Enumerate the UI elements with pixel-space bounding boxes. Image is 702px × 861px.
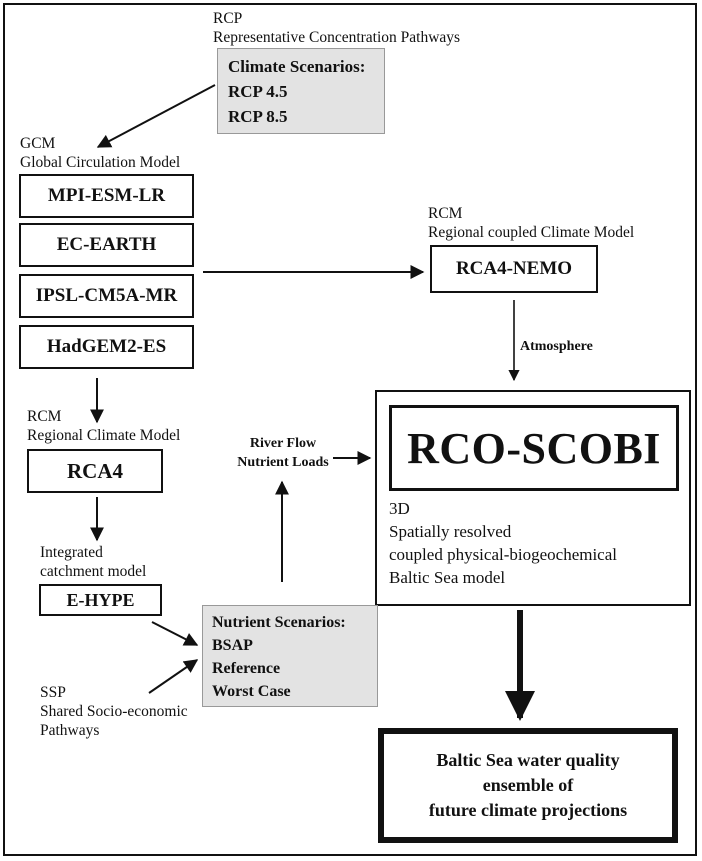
ssp-abbr: SSP	[40, 684, 66, 701]
arrow-ehype-to-nutrient	[151, 621, 199, 646]
ssp-line2: Pathways	[40, 722, 100, 739]
e-hype-box: E-HYPE	[39, 584, 162, 616]
arrow-ssp-to-nutrient	[148, 659, 199, 694]
climate-scenario-item: RCP 8.5	[228, 107, 288, 126]
rcp-abbr: RCP	[213, 10, 243, 27]
rco-desc-line: Spatially resolved	[389, 522, 512, 541]
rco-scobi-container	[375, 390, 691, 606]
nutrient-scenario-item: Reference	[212, 660, 281, 677]
gcm-model-box: MPI-ESM-LR	[19, 174, 194, 218]
rcm-regional-abbr: RCM	[27, 408, 62, 425]
rca4-nemo-box: RCA4-NEMO	[430, 245, 598, 293]
rcp-full: Representative Concentration Pathways	[213, 29, 461, 46]
ssp-line1: Shared Socio-economic	[40, 703, 188, 720]
rcm-coupled-full: Regional coupled Climate Model	[428, 224, 635, 241]
nutrient-scenarios-box: Nutrient Scenarios: BSAP Reference Worst…	[202, 605, 378, 707]
rcm-coupled-abbr: RCM	[428, 205, 463, 222]
gcm-full: Global Circulation Model	[20, 154, 181, 171]
gcm-abbr: GCM	[20, 135, 56, 152]
climate-scenarios-title: Climate Scenarios:	[228, 57, 366, 76]
catchment-line1: Integrated	[40, 544, 103, 561]
output-line: Baltic Sea water quality	[436, 750, 620, 770]
output-box: Baltic Sea water quality ensemble of fut…	[378, 728, 678, 843]
rco-desc-line: Baltic Sea model	[389, 568, 506, 587]
rco-scobi-description: 3D Spatially resolved coupled physical-b…	[389, 497, 617, 589]
nutrient-scenario-item: BSAP	[212, 637, 253, 654]
nutrient-scenarios-title: Nutrient Scenarios:	[212, 614, 346, 631]
rco-desc-line: coupled physical-biogeochemical	[389, 545, 617, 564]
nutrient-loads-line: Nutrient Loads	[237, 455, 329, 470]
diagram-frame	[3, 3, 697, 856]
gcm-model-box: HadGEM2-ES	[19, 325, 194, 369]
river-flow-line: River Flow	[249, 436, 317, 451]
output-line: future climate projections	[428, 800, 628, 820]
atmosphere-label: Atmosphere	[520, 339, 593, 354]
river-flow-label: River Flow Nutrient Loads	[224, 434, 342, 472]
rcm-regional-full: Regional Climate Model	[27, 427, 181, 444]
rca4-box: RCA4	[27, 449, 163, 493]
climate-scenarios-box: Climate Scenarios: RCP 4.5 RCP 8.5	[217, 48, 385, 134]
gcm-model-box: EC-EARTH	[19, 223, 194, 267]
gcm-model-box: IPSL-CM5A-MR	[19, 274, 194, 318]
arrow-climate-to-gcm	[96, 84, 216, 148]
catchment-line2: catchment model	[40, 563, 147, 580]
rco-scobi-box: RCO-SCOBI	[389, 405, 679, 491]
rco-desc-line: 3D	[389, 499, 410, 518]
climate-scenario-item: RCP 4.5	[228, 82, 288, 101]
nutrient-scenario-item: Worst Case	[212, 683, 291, 700]
output-line: ensemble of	[482, 775, 574, 795]
